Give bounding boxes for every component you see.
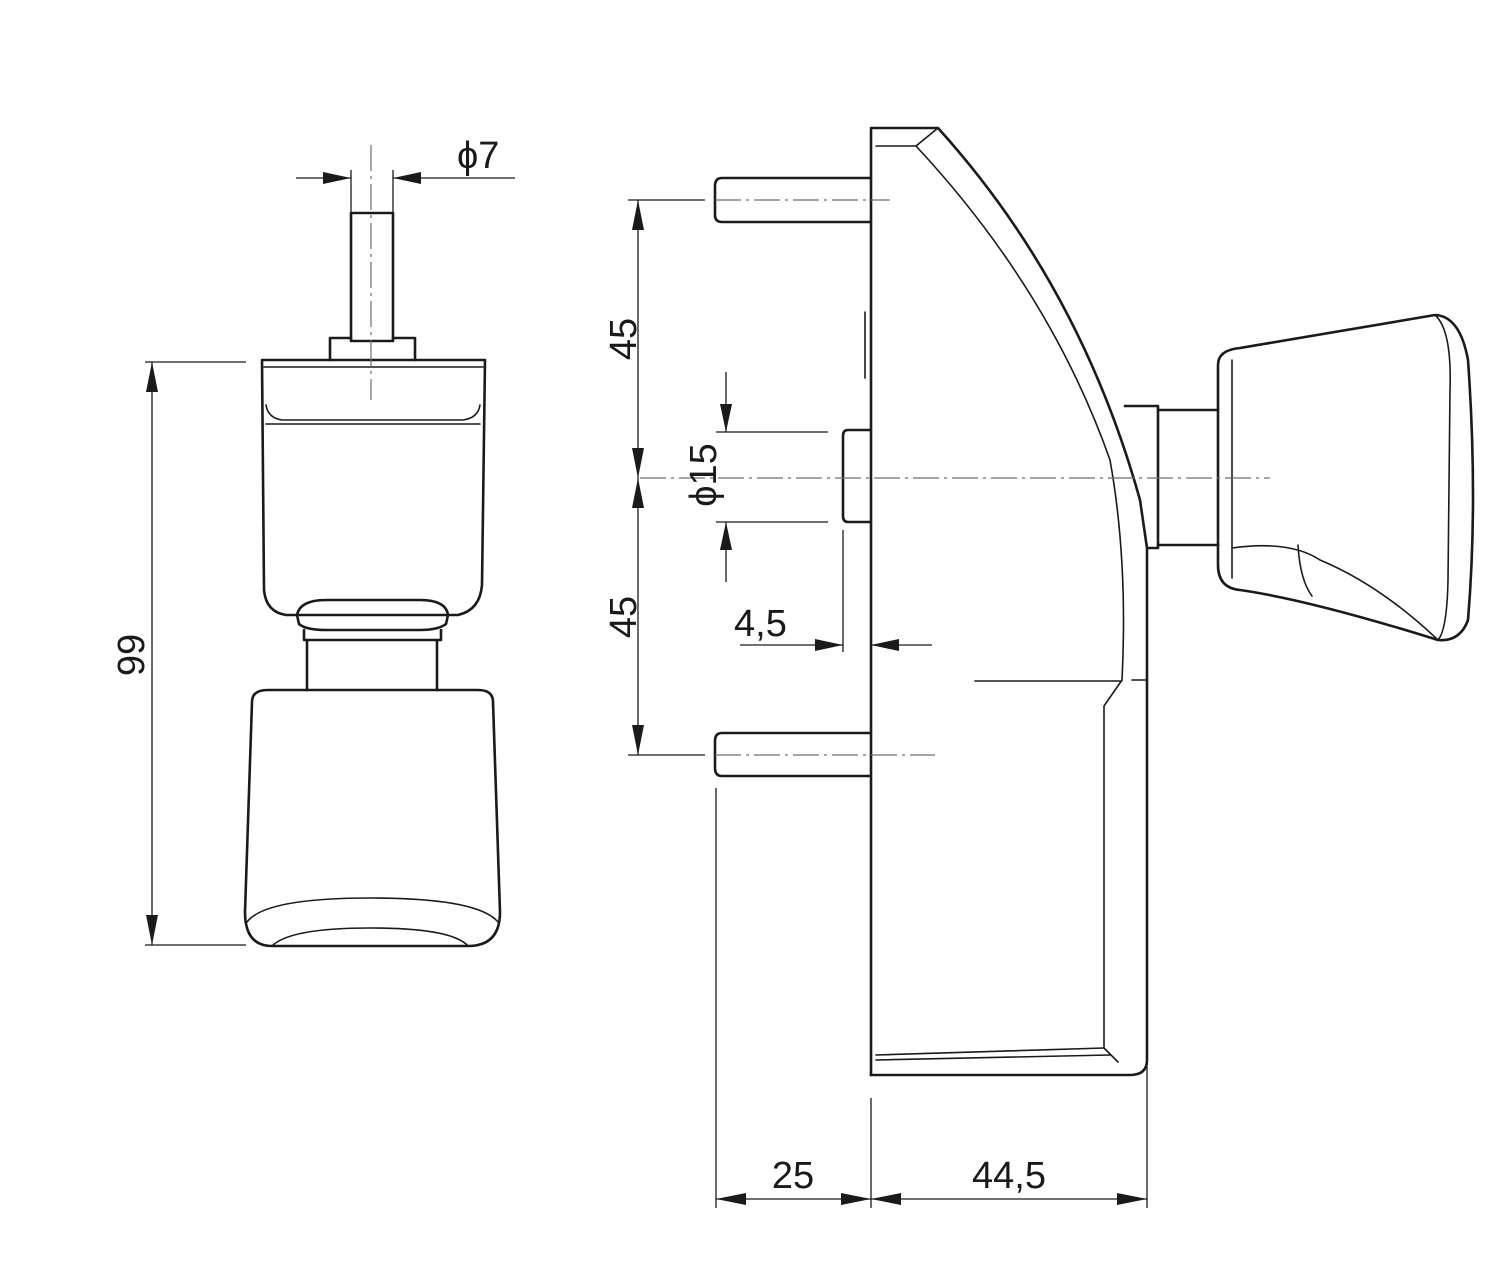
- dim-44-5-label: 44,5: [972, 1155, 1046, 1197]
- dim-45-arrow-top: [632, 200, 644, 230]
- dim-45-arrow-mid-down: [632, 478, 644, 508]
- dim-d15-arrow-bottom: [720, 522, 732, 550]
- neck: [305, 638, 439, 692]
- spindle-collar: [328, 336, 417, 362]
- dim-99-arrow-top: [146, 362, 158, 392]
- housing-bottom-lip: [875, 1047, 1111, 1061]
- front-view: ϕ7 99: [111, 135, 515, 948]
- dim-44-5-arrow-right: [1117, 1193, 1147, 1205]
- dim-d7-arrow-right: [393, 172, 421, 184]
- housing-bevel: [265, 404, 481, 421]
- housing-top-bevel: [875, 127, 939, 147]
- side-view: 45 45 ϕ15 4,5 25 44,5: [603, 126, 1475, 1208]
- center-boss: [841, 428, 873, 524]
- knob-bottom-curve: [246, 897, 499, 923]
- dim-45-arrow-bottom: [632, 725, 644, 755]
- dim-25-arrow-right: [841, 1193, 871, 1205]
- knob-bottom-face: [271, 927, 469, 947]
- dim-4-5-arrow-left: [815, 639, 843, 651]
- knob-wing-underside: [1231, 544, 1439, 641]
- dim-45-upper-label: 45: [603, 318, 645, 360]
- dim-25-arrow-left: [716, 1193, 746, 1205]
- neck-collar: [302, 628, 443, 642]
- dim-99-arrow-bottom: [146, 915, 158, 945]
- dim-25-label: 25: [772, 1155, 814, 1197]
- knob-stem-collar: [1123, 404, 1160, 550]
- dim-4-5-label: 4,5: [734, 603, 787, 645]
- spindle: [349, 211, 395, 343]
- dim-99-label: 99: [111, 634, 153, 676]
- dim-d7-label: ϕ7: [457, 135, 499, 177]
- knob-wing-fold: [1297, 544, 1313, 597]
- dim-45-lower-label: 45: [603, 596, 645, 638]
- neck-ring: [295, 598, 450, 632]
- dim-44-5-arrow-left: [871, 1193, 901, 1205]
- dim-d7-arrow-left: [323, 172, 351, 184]
- housing-inner-shell: [915, 145, 1125, 1063]
- dim-4-5-arrow-right: [871, 639, 899, 651]
- dim-d15-arrow-top: [720, 404, 732, 432]
- knob-stem: [1156, 408, 1220, 547]
- upper-housing: [260, 358, 487, 617]
- knob-wing: [1216, 313, 1475, 642]
- knob-grip: [243, 688, 502, 948]
- dim-d15-label: ϕ15: [683, 443, 725, 507]
- dim-45-arrow-mid-up: [632, 448, 644, 478]
- knob-wing-rim: [1434, 314, 1452, 641]
- housing-outer-shell: [869, 126, 1149, 1077]
